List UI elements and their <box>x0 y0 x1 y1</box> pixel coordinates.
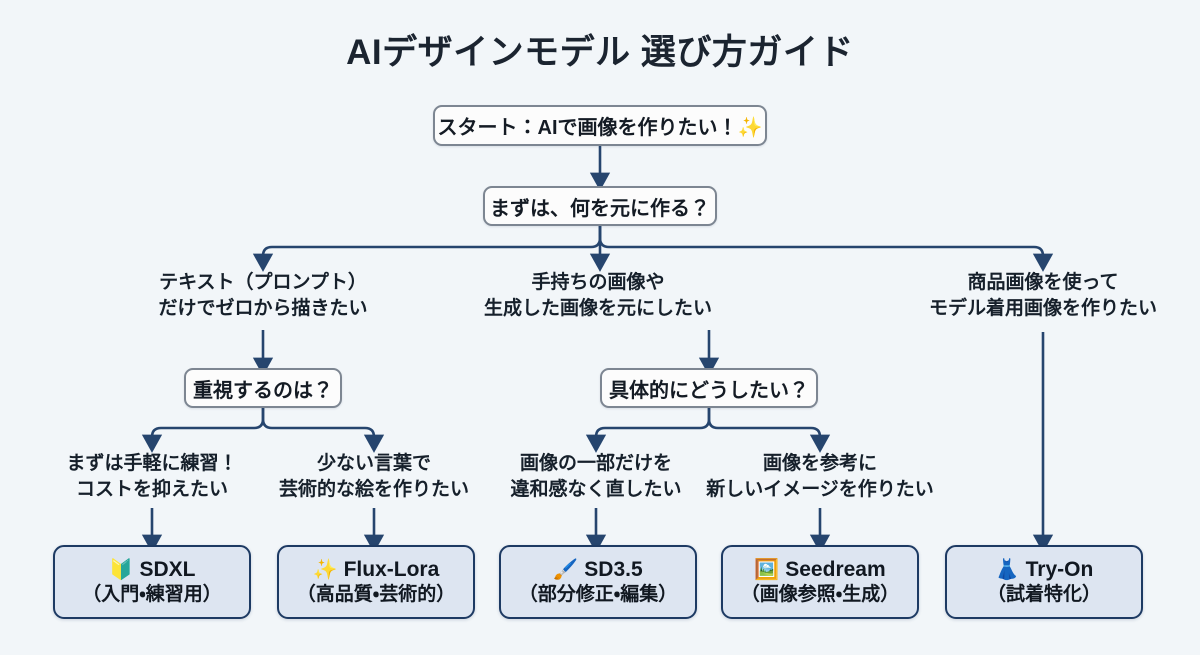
branch-label-cheap-practice-line2: コストを抑えたい <box>75 478 228 500</box>
result-sdxl-name: SDXL <box>139 558 196 581</box>
result-sd35-title: 🖌️ SD3.5 <box>553 558 642 581</box>
result-node-seedream[interactable]: 🖼️ Seedream （画像参照・生成） <box>721 545 919 619</box>
result-node-try-on[interactable]: 👗 Try-On （試着特化） <box>945 545 1143 619</box>
branch-label-product-image: 商品画像を使って モデル着用画像を作りたい <box>893 270 1193 321</box>
result-seedream-caption: （画像参照・生成） <box>740 584 900 606</box>
branch-label-product-image-line1: 商品画像を使って <box>967 272 1119 293</box>
branch-label-reference-new-line2: 新しいイメージを作りたい <box>706 478 934 500</box>
node-question-left[interactable]: 重視するのは？ <box>184 368 342 408</box>
branch-label-cheap-practice-line1: まずは手軽に練習！ <box>66 453 238 474</box>
node-start[interactable]: スタート：AIで画像を作りたい！✨ <box>433 105 767 146</box>
branch-label-reference-new: 画像を参考に 新しいイメージを作りたい <box>690 451 950 502</box>
branch-label-reference-new-line1: 画像を参考に <box>762 453 877 474</box>
framed-picture-icon: 🖼️ <box>754 558 780 581</box>
branch-label-text-prompt: テキスト（プロンプト） だけでゼロから描きたい <box>113 270 413 321</box>
result-flux-lora-title: ✨ Flux-Lora <box>313 558 440 581</box>
beginner-badge-icon: 🔰 <box>108 558 134 581</box>
branch-label-artistic-line2: 芸術的な絵を作りたい <box>278 478 469 500</box>
result-flux-lora-name: Flux-Lora <box>343 558 440 581</box>
branch-label-text-prompt-line2: だけでゼロから描きたい <box>158 297 368 319</box>
node-start-label: スタート：AIで画像を作りたい！✨ <box>437 117 763 139</box>
branch-label-existing-image: 手持ちの画像や 生成した画像を元にしたい <box>448 270 748 321</box>
dress-icon: 👗 <box>994 558 1020 581</box>
branch-label-text-prompt-line1: テキスト（プロンプト） <box>159 272 367 293</box>
branch-label-partial-edit: 画像の一部だけを 違和感なく直したい <box>466 451 726 502</box>
result-sd35-name: SD3.5 <box>584 558 643 581</box>
result-sdxl-caption: （入門・練習用） <box>82 584 222 606</box>
result-flux-lora-caption: （高品質・芸術的） <box>296 584 456 606</box>
result-try-on-name: Try-On <box>1025 558 1094 581</box>
branch-label-existing-image-line1: 手持ちの画像や <box>531 272 665 293</box>
result-try-on-title: 👗 Try-On <box>995 558 1094 581</box>
result-try-on-caption: （試着特化） <box>986 584 1101 606</box>
node-question-middle-label: 具体的にどうしたい？ <box>609 379 809 402</box>
page-title: AIデザインモデル 選び方ガイド <box>346 33 854 72</box>
node-question-middle[interactable]: 具体的にどうしたい？ <box>600 368 818 408</box>
result-node-sdxl[interactable]: 🔰 SDXL （入門・練習用） <box>53 545 251 619</box>
branch-label-product-image-line2: モデル着用画像を作りたい <box>928 297 1157 319</box>
branch-label-partial-edit-line1: 画像の一部だけを <box>519 453 672 474</box>
sparkles-icon: ✨ <box>312 558 338 581</box>
branch-label-artistic-line1: 少ない言葉で <box>316 453 431 474</box>
result-seedream-title: 🖼️ Seedream <box>754 558 885 581</box>
result-sdxl-title: 🔰 SDXL <box>109 558 196 581</box>
result-node-sd35[interactable]: 🖌️ SD3.5 （部分修正・編集） <box>499 545 697 619</box>
node-question-root[interactable]: まずは、何を元に作る？ <box>483 186 717 226</box>
node-question-left-label: 重視するのは？ <box>193 379 333 402</box>
node-question-root-label: まずは、何を元に作る？ <box>490 197 710 220</box>
branch-label-partial-edit-line2: 違和感なく直したい <box>510 478 682 500</box>
result-node-flux-lora[interactable]: ✨ Flux-Lora （高品質・芸術的） <box>277 545 475 619</box>
paintbrush-icon: 🖌️ <box>553 558 579 581</box>
branch-label-artistic: 少ない言葉で 芸術的な絵を作りたい <box>244 451 504 502</box>
result-sd35-caption: （部分修正・編集） <box>518 584 678 606</box>
result-seedream-name: Seedream <box>785 558 886 581</box>
branch-label-existing-image-line2: 生成した画像を元にしたい <box>483 297 712 319</box>
branch-label-cheap-practice: まずは手軽に練習！ コストを抑えたい <box>22 451 282 502</box>
